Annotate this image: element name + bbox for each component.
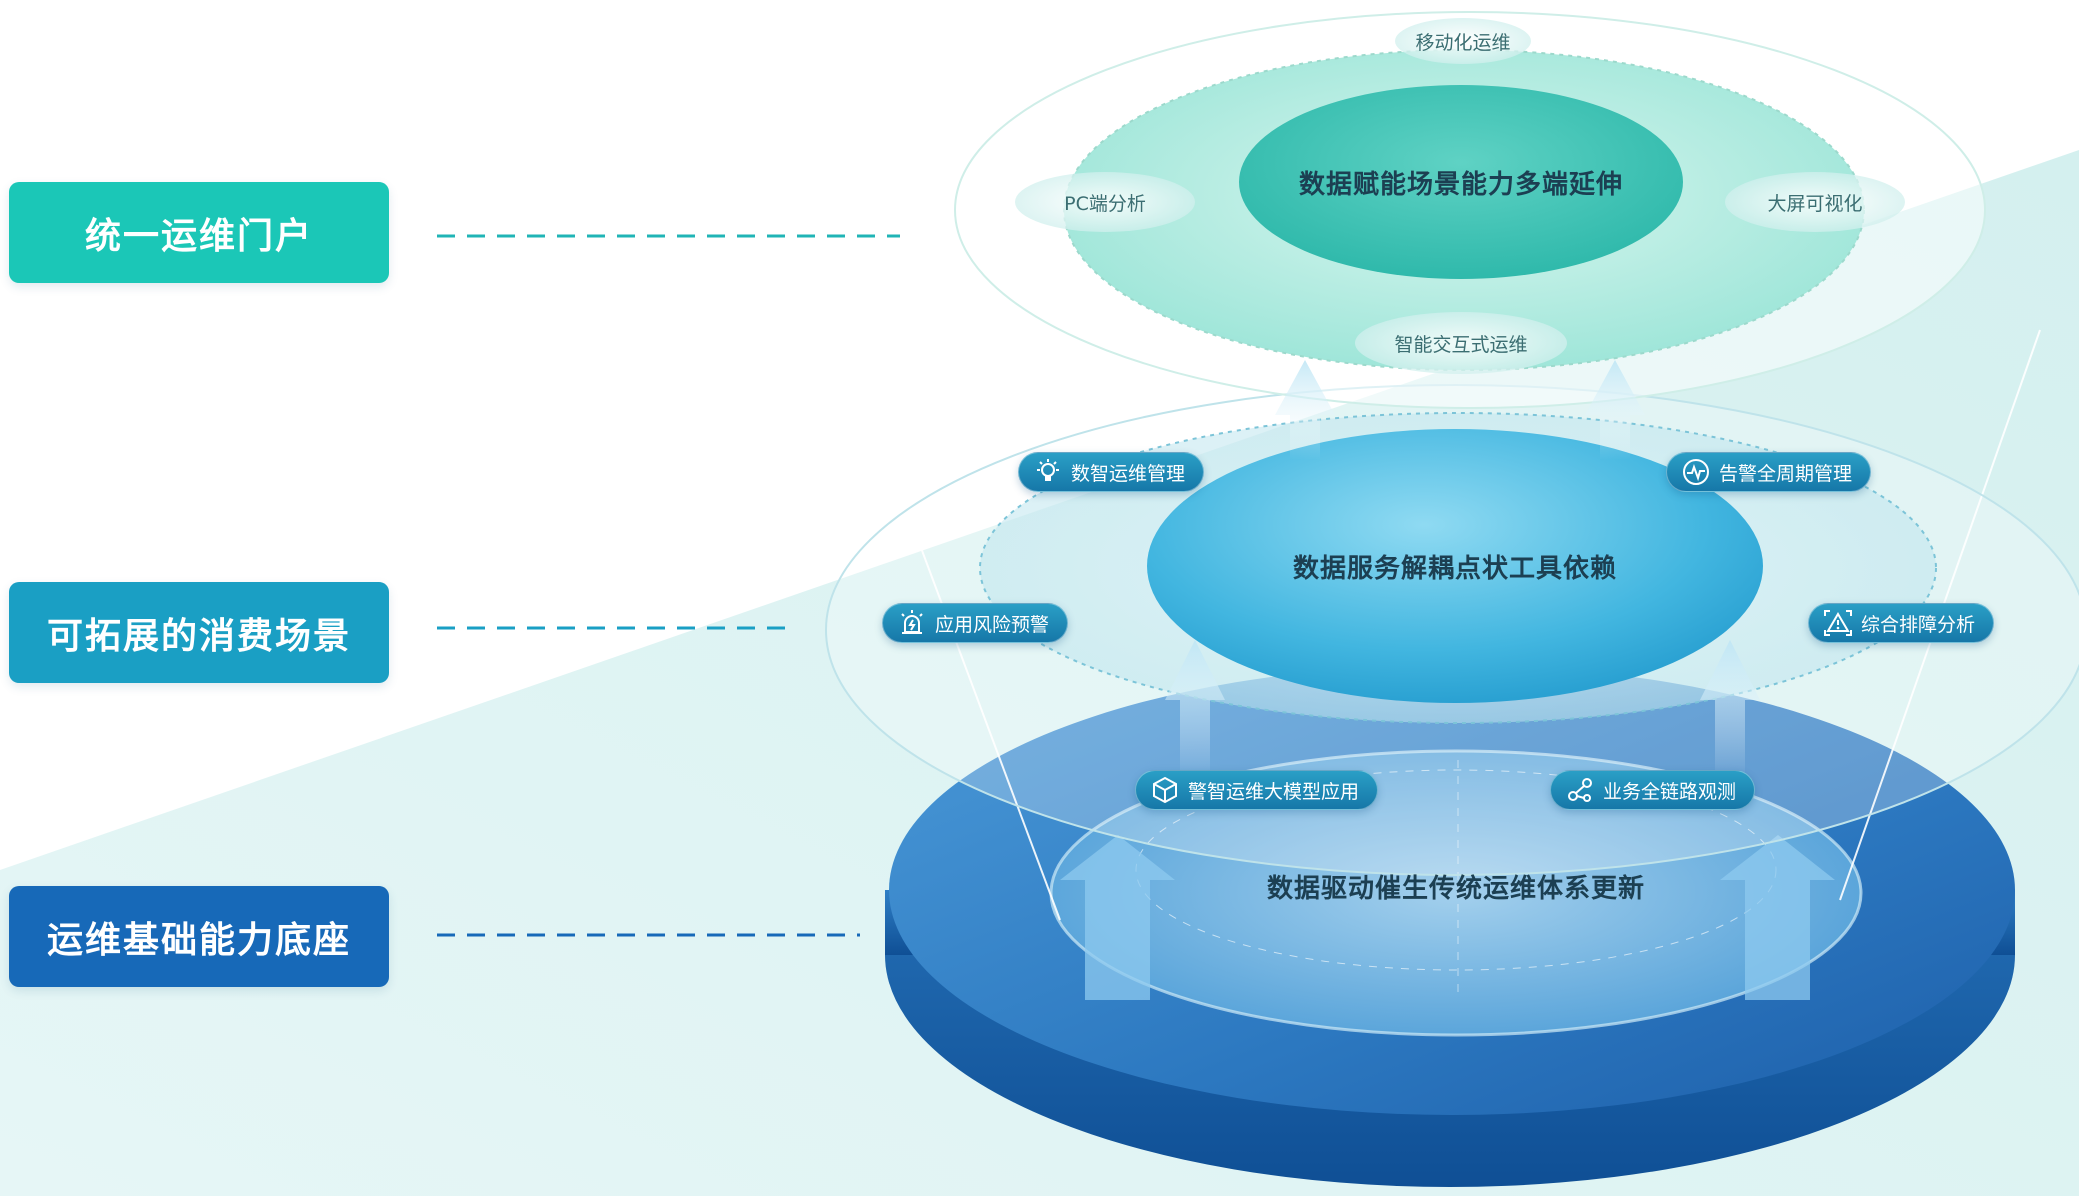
tag-mobile-ops: 移动化运维 (1395, 18, 1531, 64)
pill-label: 应用风险预警 (935, 613, 1050, 636)
alarm-light-icon (897, 608, 927, 638)
pill-troubleshoot: 综合排障分析 (1808, 603, 1995, 643)
pill-label: 数智运维管理 (1071, 462, 1186, 485)
tier-label-consumption-scenarios: 可拓展的消费场景 (9, 582, 389, 683)
pill-full-trace: 业务全链路观测 (1550, 770, 1756, 810)
pill-label: 告警全周期管理 (1719, 462, 1853, 485)
tag-big-screen: 大屏可视化 (1725, 172, 1905, 232)
bottom-core-title: 数据驱动催生传统运维体系更新 (1266, 874, 1645, 904)
pill-app-risk: 应用风险预警 (882, 603, 1069, 643)
middle-core-title: 数据服务解耦点状工具依赖 (1292, 554, 1617, 584)
pill-label: 警智运维大模型应用 (1188, 780, 1360, 803)
pill-data-ops: 数智运维管理 (1018, 452, 1205, 492)
top-core-title: 数据赋能场景能力多端延伸 (1298, 170, 1623, 200)
warning-scan-icon (1823, 608, 1853, 638)
tier-label-ops-foundation: 运维基础能力底座 (9, 886, 389, 987)
lightbulb-icon (1033, 457, 1063, 487)
pill-label: 综合排障分析 (1861, 613, 1976, 636)
pill-alert-lifecycle: 告警全周期管理 (1666, 452, 1872, 492)
pill-label: 业务全链路观测 (1603, 780, 1737, 803)
cube-network-icon (1150, 775, 1180, 805)
tier-label-unified-portal: 统一运维门户 (9, 182, 389, 283)
heartbeat-icon (1681, 457, 1711, 487)
nodes-link-icon (1565, 775, 1595, 805)
tag-interactive-ops: 智能交互式运维 (1355, 312, 1567, 374)
tag-pc-analysis: PC端分析 (1015, 172, 1195, 232)
pill-llm-application: 警智运维大模型应用 (1135, 770, 1379, 810)
